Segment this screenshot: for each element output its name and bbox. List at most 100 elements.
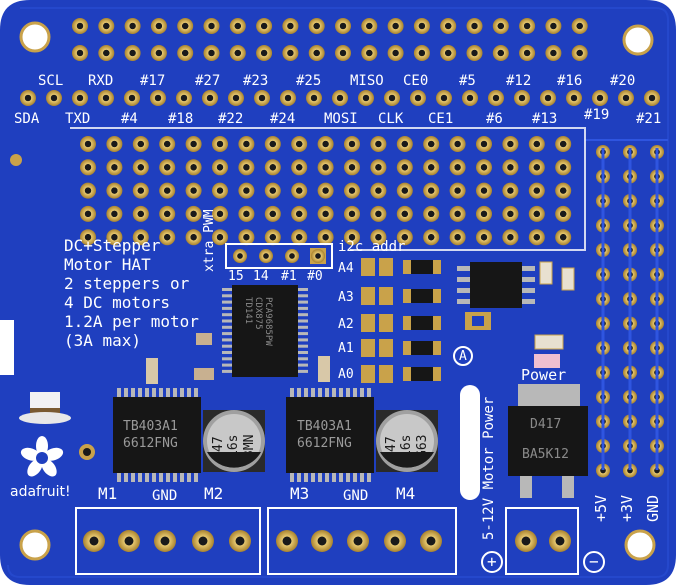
proto-pad [238, 159, 255, 176]
resistor [433, 260, 441, 274]
gpio-pad [545, 45, 562, 61]
rail-label-3v: +3V [618, 494, 636, 522]
resistor [403, 367, 411, 381]
i2c-addr-label: i2c addr [338, 239, 406, 255]
cap-1-marking-1: 47 [211, 436, 226, 452]
proto-pad [344, 136, 360, 152]
proto-pad [423, 136, 440, 152]
gpio-breakout-pad [358, 90, 374, 106]
gpio-header-pads [20, 18, 660, 106]
proto-pad [317, 159, 334, 176]
proto-pad [502, 182, 519, 199]
resistor [433, 316, 441, 330]
resistor [403, 289, 411, 303]
gpio-breakout-pad [150, 90, 166, 106]
gpio-pad [361, 45, 378, 61]
resistor [411, 341, 433, 355]
terminal-pad [347, 530, 369, 552]
proto-pad [370, 182, 387, 199]
gpio-label-22: #22 [218, 111, 244, 127]
minus-sign: − [589, 552, 599, 571]
pwm-pad [259, 249, 273, 263]
pwm-pin-14: 14 [253, 269, 269, 284]
gpio-label-23: #23 [243, 73, 269, 89]
resistors [403, 260, 441, 381]
motor-label-gnd-2: GND [343, 488, 369, 504]
proto-pad [396, 182, 413, 199]
proto-pad [317, 229, 334, 246]
pwm-pad [233, 249, 247, 263]
resistor [433, 341, 441, 355]
terminal-pad [515, 530, 537, 552]
resistor [411, 316, 433, 330]
proto-pad [291, 205, 308, 222]
addr-label-a2: A2 [338, 317, 354, 332]
gpio-pad [308, 45, 325, 61]
proto-pad [132, 205, 149, 222]
cap-1-marking-2: 16s [226, 434, 241, 458]
gpio-pad [387, 18, 404, 34]
gpio-label-txd: TXD [65, 111, 91, 127]
gpio-pad [308, 18, 325, 34]
motor-label-m2: M2 [204, 484, 224, 503]
addr-jumper-pad [379, 314, 393, 332]
gpio-label-25: #25 [296, 73, 322, 89]
motor-label-gnd-1: GND [152, 488, 178, 504]
gpio-pad [492, 45, 509, 61]
proto-pad [132, 182, 149, 199]
gpio-label-17: #17 [140, 73, 166, 89]
small-ic [457, 262, 535, 308]
proto-pad [185, 182, 202, 199]
gpio-pad [571, 18, 588, 34]
proto-pad [80, 136, 96, 152]
proto-pad [132, 136, 149, 152]
gpio-label-20: #20 [610, 73, 636, 89]
rail-pad [596, 463, 610, 478]
gpio-breakout-pad [488, 90, 504, 106]
gpio-label-18: #18 [168, 111, 194, 127]
proto-pad [423, 229, 440, 246]
proto-pad [291, 182, 308, 199]
gpio-pad [203, 45, 220, 61]
resistor [403, 341, 411, 355]
gpio-pad [256, 45, 273, 61]
fiducial [10, 154, 22, 166]
rail-pad [623, 463, 637, 478]
proto-pad [396, 159, 413, 176]
proto-pad [502, 229, 519, 246]
proto-pad [449, 159, 466, 176]
proto-pad [528, 182, 545, 199]
cap-2-marking-2: 16s [399, 434, 414, 458]
addr-jumper-pad [361, 287, 375, 305]
title-line-3: 2 steppers or [64, 274, 190, 293]
gpio-pad [571, 45, 588, 61]
gpio-label-13: #13 [532, 111, 558, 127]
proto-pad [238, 182, 255, 199]
gpio-pad [229, 45, 246, 61]
gpio-label-4: #4 [121, 111, 138, 127]
cap-1-marking-3: 3MN [242, 434, 257, 458]
rail-traces [601, 148, 659, 470]
proto-pad [370, 205, 387, 222]
gpio-pad [492, 18, 509, 34]
proto-pad [212, 136, 228, 152]
mounting-holes [19, 21, 656, 561]
resistor [411, 289, 433, 303]
proto-pad [344, 229, 360, 246]
motor-driver-2 [286, 388, 374, 482]
proto-pad [449, 182, 466, 199]
gpio-pad [72, 45, 88, 61]
gpio-pad [413, 45, 430, 61]
gpio-breakout-pad [644, 90, 660, 106]
proto-pad [291, 136, 308, 152]
gpio-breakout-pad [384, 90, 400, 106]
proto-pad [159, 229, 176, 246]
gpio-label-16: #16 [557, 73, 583, 89]
resistor [403, 260, 411, 274]
gpio-breakout-pad [306, 90, 322, 106]
gpio-pad [545, 18, 562, 34]
proto-pad [264, 229, 281, 246]
proto-pad [528, 159, 545, 176]
gpio-pad [177, 18, 194, 34]
